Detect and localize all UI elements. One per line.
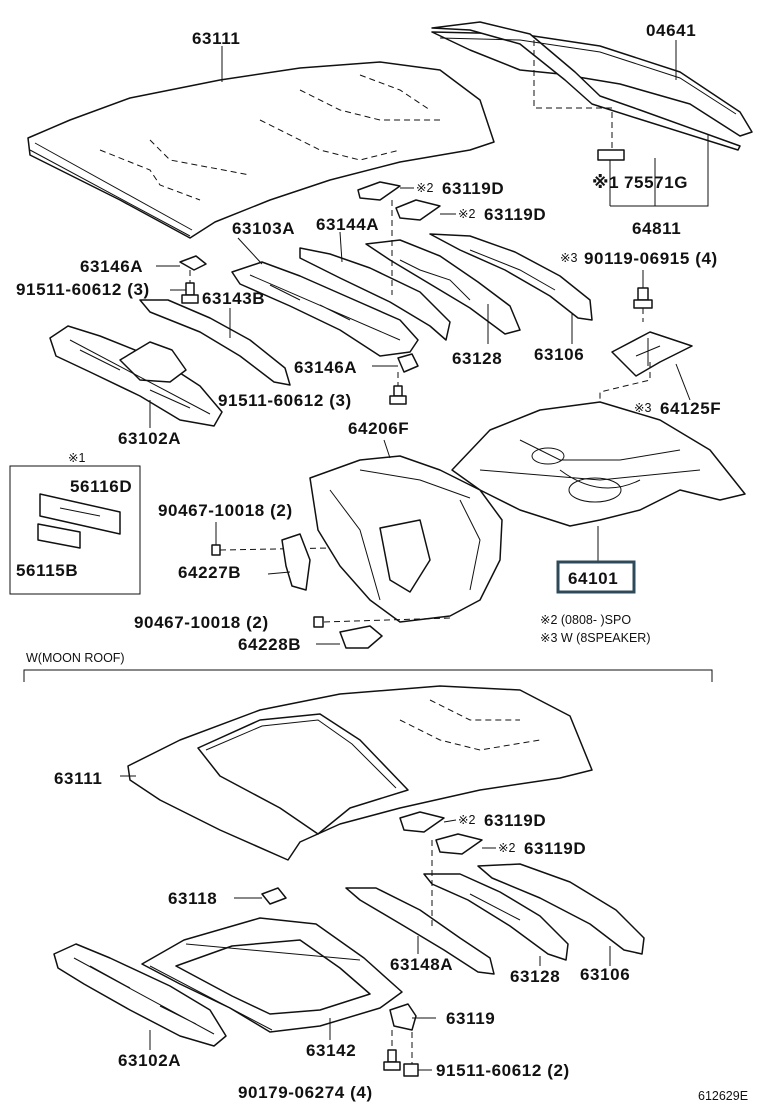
label-64228b: 64228B xyxy=(238,635,301,654)
bow-63106-top-shape xyxy=(429,233,593,321)
frame-63142-shape xyxy=(141,917,403,1033)
clip-63118-shape xyxy=(261,887,287,905)
insulator-56116d-shape xyxy=(39,493,121,535)
bow-63106-moon-shape xyxy=(477,863,645,955)
legend-note3: ※3 W (8SPEAKER) xyxy=(540,631,651,645)
bow-63128-top-shape xyxy=(365,239,521,335)
label-mark-pad-c: ※2 xyxy=(458,813,475,827)
label-63111-top: 63111 xyxy=(192,29,240,48)
screw-b-shape xyxy=(313,616,324,628)
bracket-right-shape xyxy=(397,353,419,373)
back-window-shape xyxy=(431,21,753,151)
bracket-left-shape xyxy=(179,255,207,271)
leader-63103a xyxy=(237,237,263,265)
label-63106-moon: 63106 xyxy=(580,965,630,984)
label-91511-mid: 91511-60612 (3) xyxy=(218,391,352,410)
dash-screw-b xyxy=(323,617,451,623)
bolt-90179-shape xyxy=(383,1049,401,1071)
label-90467-b: 90467-10018 (2) xyxy=(134,613,269,632)
label-63146a-left: 63146A xyxy=(80,257,143,276)
label-64811: 64811 xyxy=(632,219,681,238)
label-moon-roof: W(MOON ROOF) xyxy=(26,651,125,665)
label-90179: 90179-06274 (4) xyxy=(238,1083,373,1102)
leader-64125f xyxy=(675,363,691,401)
leader-64227b xyxy=(267,571,291,575)
roof-panel-shape xyxy=(27,61,495,239)
label-mark-bolt-top: ※3 xyxy=(560,251,577,265)
label-63111-moon: 63111 xyxy=(54,769,102,788)
label-56116d: 56116D xyxy=(70,477,132,496)
roof-panel-moon-shape xyxy=(127,685,593,861)
pad-shapes-moon xyxy=(399,811,483,855)
label-90467-a: 90467-10018 (2) xyxy=(158,501,293,520)
label-63102a-top: 63102A xyxy=(118,429,181,448)
floor-64101-highlight xyxy=(556,560,636,594)
label-56115b: 56115B xyxy=(16,561,78,580)
bolt-91511-moon-shape xyxy=(403,1063,419,1077)
inset-box xyxy=(9,465,141,595)
label-63148a: 63148A xyxy=(390,955,453,974)
bracket-64228b-shape xyxy=(339,625,383,649)
rail-63103a-shape xyxy=(231,261,419,357)
bolt-mid-shape xyxy=(389,385,407,405)
leader-64206f xyxy=(383,439,391,459)
label-63143b: 63143B xyxy=(202,289,265,308)
bow-63128-moon-shape xyxy=(423,873,569,961)
insulator-56115b-shape xyxy=(37,523,81,549)
leader-63144a xyxy=(339,231,343,263)
bracket-64227b-shape xyxy=(281,533,311,591)
header-63102a-top-shape xyxy=(49,325,223,427)
label-mark-pad-d: ※2 xyxy=(498,841,515,855)
label-mark-pad-b: ※2 xyxy=(458,207,475,221)
clip-shape xyxy=(597,149,625,161)
leader-pad-c xyxy=(443,819,457,823)
bracket-64125f-shape xyxy=(611,331,693,377)
legend-note2: ※2 (0808- )SPO xyxy=(540,613,631,627)
label-63144a: 63144A xyxy=(316,215,379,234)
leader-molding xyxy=(610,134,709,207)
bolt-top-shape xyxy=(633,287,653,309)
screw-a-shape xyxy=(211,544,221,556)
label-64125f: 64125F xyxy=(660,399,721,418)
label-63119d-b: 63119D xyxy=(484,205,546,224)
dash-window-1 xyxy=(533,40,613,150)
rail-63143b-shape xyxy=(139,299,291,386)
label-63128-top: 63128 xyxy=(452,349,502,368)
label-63119d-c: 63119D xyxy=(484,811,546,830)
label-91511-left: 91511-60612 (3) xyxy=(16,280,150,299)
floor-64101-shape xyxy=(451,401,746,527)
label-90119: 90119-06915 (4) xyxy=(584,249,718,268)
label-64101: 64101 xyxy=(568,569,618,588)
label-75571g: 75571G xyxy=(624,173,688,192)
label-63118: 63118 xyxy=(168,889,217,908)
label-63146a-right: 63146A xyxy=(294,358,357,377)
label-mark-pad-a: ※2 xyxy=(416,181,433,195)
label-63102a-moon: 63102A xyxy=(118,1051,181,1070)
bracket-63119-shape xyxy=(389,1003,417,1031)
label-64206f: 64206F xyxy=(348,419,409,438)
label-63106-top: 63106 xyxy=(534,345,584,364)
label-91511-moon: 91511-60612 (2) xyxy=(436,1061,570,1080)
pad-shapes-top xyxy=(357,181,441,221)
label-mark-75571g: ※1 xyxy=(592,173,619,192)
label-63119d-a: 63119D xyxy=(442,179,504,198)
header-63102a-moon-shape xyxy=(53,943,227,1047)
label-64227b: 64227B xyxy=(178,563,241,582)
label-inset-mark: ※1 xyxy=(68,451,85,465)
rail-63144a-shape xyxy=(299,247,451,341)
label-04641: 04641 xyxy=(646,21,696,40)
label-63119d-d: 63119D xyxy=(524,839,586,858)
dash-screw-a xyxy=(219,547,331,551)
label-63119: 63119 xyxy=(446,1009,495,1028)
diagram-code: 612629E xyxy=(698,1089,748,1103)
panel-64206f-shape xyxy=(309,455,503,623)
bolt-left-shape xyxy=(181,282,199,304)
rail-63148a-shape xyxy=(345,887,495,975)
label-63142: 63142 xyxy=(306,1041,356,1060)
label-mark-64125f: ※3 xyxy=(634,401,651,415)
label-63103a: 63103A xyxy=(232,219,295,238)
label-63128-moon: 63128 xyxy=(510,967,560,986)
moon-roof-bracket xyxy=(23,669,713,682)
